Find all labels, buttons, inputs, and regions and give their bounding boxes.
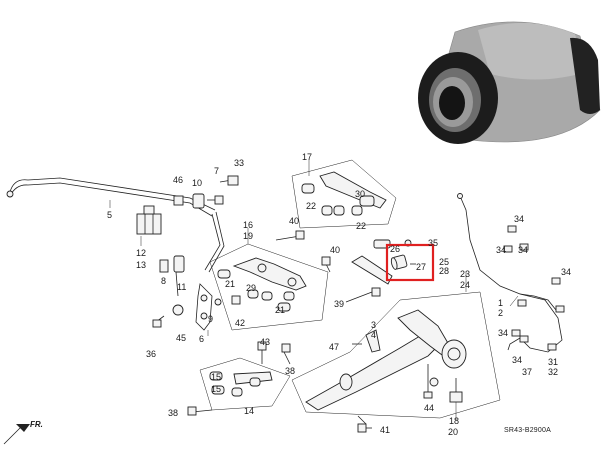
callout-33: 33 (234, 158, 245, 168)
sensor-wire (457, 193, 565, 353)
catalog-code: SR43-B2900A (504, 427, 551, 434)
stabilizer-bracket (136, 205, 162, 235)
callout-26: 26 (390, 244, 401, 254)
trailing-arm (291, 291, 501, 425)
callout-46: 46 (173, 175, 184, 185)
callout-34f: 34 (512, 355, 523, 365)
callout-35: 35 (428, 238, 439, 248)
callout-4: 4 (371, 330, 377, 340)
callout-16: 16 (243, 220, 254, 230)
callout-22b: 22 (356, 221, 367, 231)
callout-7: 7 (214, 166, 220, 176)
callout-28: 28 (439, 266, 450, 276)
callout-8: 8 (161, 276, 167, 286)
callout-38b: 38 (168, 408, 179, 418)
callout-43: 43 (260, 337, 271, 347)
callout-31: 31 (548, 357, 559, 367)
callout-47: 47 (329, 342, 340, 352)
callout-22a: 22 (306, 201, 317, 211)
callout-36: 36 (146, 349, 157, 359)
callout-19: 19 (243, 231, 254, 241)
callout-17: 17 (302, 152, 313, 162)
callout-12: 12 (136, 248, 147, 258)
front-arrow (3, 424, 30, 445)
callout-34d: 34 (561, 267, 572, 277)
stabilizer-bar (6, 177, 225, 273)
callout-21a: 21 (225, 279, 236, 289)
front-direction-label: FR. (30, 420, 43, 429)
callout-45: 45 (176, 333, 187, 343)
highlighted-bushing (385, 243, 435, 282)
callout-44: 44 (424, 403, 435, 413)
callout-15b: 15 (211, 384, 222, 394)
callout-34e: 34 (498, 328, 509, 338)
callout-29: 29 (246, 283, 257, 293)
callout-9: 9 (208, 314, 214, 324)
arm-bolts (275, 230, 381, 303)
callout-21b: 21 (275, 305, 286, 315)
callout-15a: 15 (211, 372, 222, 382)
callout-20: 20 (448, 427, 459, 437)
callout-11: 11 (177, 282, 187, 292)
stabilizer-link-parts (152, 255, 222, 331)
callout-39: 39 (334, 299, 345, 309)
callout-34c: 34 (518, 245, 529, 255)
callout-3: 3 (371, 320, 377, 330)
callout-34a: 34 (514, 214, 525, 224)
callout-41: 41 (380, 425, 391, 435)
callout-40b: 40 (330, 245, 341, 255)
callout-18: 18 (449, 416, 460, 426)
callout-30: 30 (355, 189, 366, 199)
callout-32: 32 (548, 367, 559, 377)
lower-bolts (187, 341, 372, 433)
callout-25: 25 (439, 257, 450, 267)
callout-10: 10 (192, 178, 203, 188)
callout-2: 2 (498, 308, 504, 318)
callout-27: 27 (416, 262, 427, 272)
upper-arm-box (291, 159, 397, 229)
link-box (199, 357, 291, 411)
callout-37: 37 (522, 367, 533, 377)
callout-13: 13 (136, 260, 147, 270)
callout-14: 14 (244, 406, 255, 416)
callout-38a: 38 (285, 366, 296, 376)
callout-5: 5 (107, 210, 113, 220)
callout-23: 23 (460, 269, 471, 279)
callout-42: 42 (235, 318, 246, 328)
lower-arm-box (209, 243, 329, 331)
callout-40a: 40 (289, 216, 300, 226)
callout-6: 6 (199, 334, 205, 344)
callout-24: 24 (460, 280, 471, 290)
callout-1: 1 (498, 298, 504, 308)
bushing-photo (418, 21, 601, 144)
callout-34b: 34 (496, 245, 507, 255)
leader-lines (109, 160, 519, 420)
upper-left-fasteners (173, 175, 239, 209)
